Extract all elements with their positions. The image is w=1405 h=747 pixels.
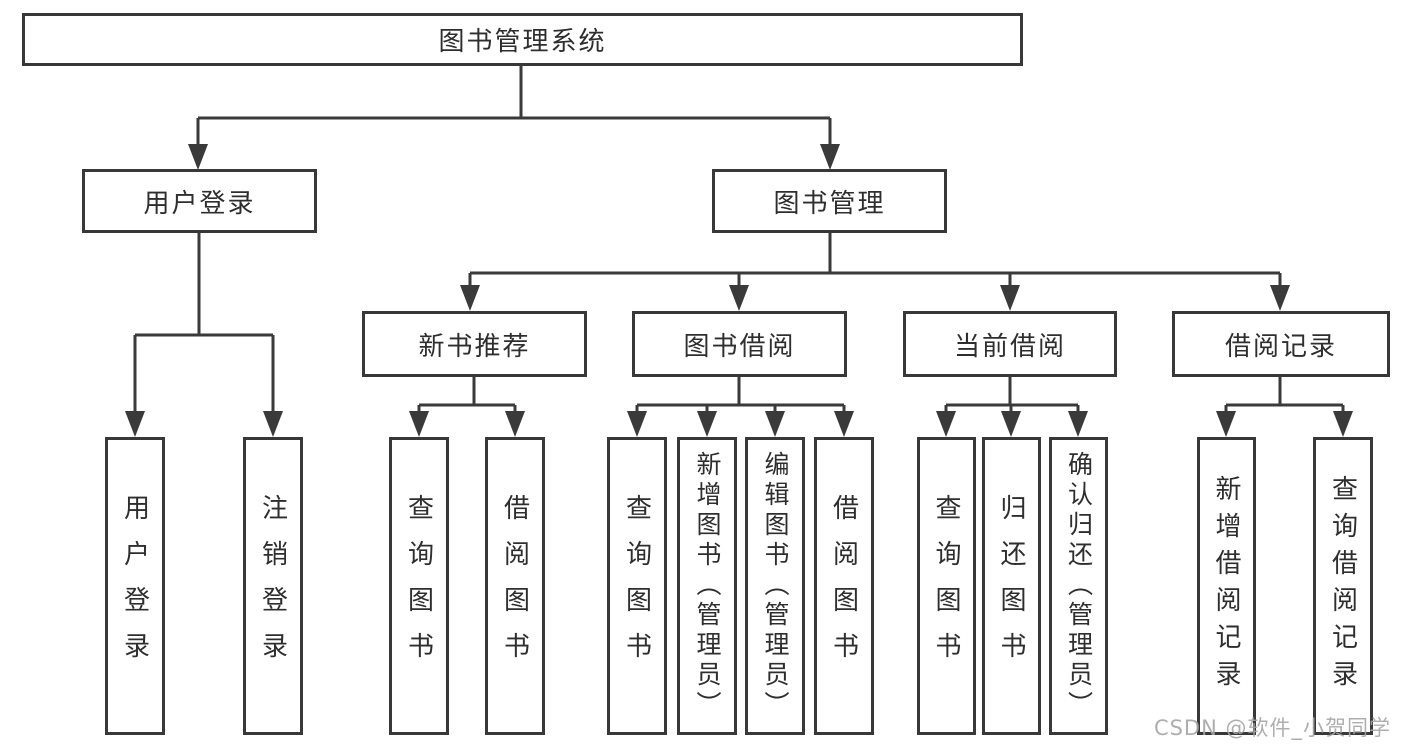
arrowhead bbox=[263, 411, 283, 437]
arrowhead bbox=[409, 411, 429, 437]
leaf-borrow-books: 借阅图书 bbox=[814, 437, 874, 735]
arrowhead bbox=[1270, 285, 1290, 311]
node-new-book-recommend: 新书推荐 bbox=[362, 311, 587, 377]
arrowhead bbox=[1001, 411, 1021, 437]
arrowhead bbox=[765, 411, 785, 437]
leaf-borrow-books-recommend: 借阅图书 bbox=[485, 437, 545, 735]
arrowhead bbox=[820, 144, 840, 170]
leaf-return-book: 归还图书 bbox=[982, 437, 1041, 735]
node-current-borrow: 当前借阅 bbox=[903, 311, 1117, 377]
arrowhead bbox=[936, 411, 956, 437]
node-book-borrow: 图书借阅 bbox=[632, 311, 847, 377]
leaf-add-book-admin: 新增图书（管理员） bbox=[677, 437, 737, 735]
arrowhead bbox=[697, 411, 717, 437]
node-book-management: 图书管理 bbox=[712, 169, 947, 233]
node-borrow-records: 借阅记录 bbox=[1172, 311, 1390, 377]
arrowhead bbox=[1333, 411, 1353, 437]
arrowhead bbox=[627, 411, 647, 437]
leaf-user-login: 用户登录 bbox=[105, 437, 165, 735]
node-root: 图书管理系统 bbox=[22, 13, 1023, 66]
arrowhead bbox=[505, 411, 525, 437]
leaf-edit-book-admin: 编辑图书（管理员） bbox=[745, 437, 805, 735]
arrowhead bbox=[1216, 411, 1236, 437]
leaf-query-books-borrow: 查询图书 bbox=[607, 437, 667, 735]
watermark: CSDN @软件_小贺同学 bbox=[1153, 716, 1391, 740]
node-user-login: 用户登录 bbox=[82, 169, 317, 233]
arrowhead bbox=[1068, 411, 1088, 437]
arrowhead bbox=[1000, 285, 1020, 311]
arrowhead bbox=[729, 285, 749, 311]
leaf-query-books-recommend: 查询图书 bbox=[389, 437, 449, 735]
leaf-query-books-current: 查询图书 bbox=[917, 437, 976, 735]
arrowhead bbox=[125, 411, 145, 437]
leaf-logout: 注销登录 bbox=[243, 437, 303, 735]
arrowhead bbox=[834, 411, 854, 437]
leaf-confirm-return-admin: 确认归还（管理员） bbox=[1049, 437, 1108, 735]
leaf-query-borrow-record: 查询借阅记录 bbox=[1313, 437, 1373, 735]
leaf-add-borrow-record: 新增借阅记录 bbox=[1197, 437, 1256, 735]
arrowhead bbox=[460, 285, 480, 311]
arrowhead bbox=[188, 144, 208, 170]
